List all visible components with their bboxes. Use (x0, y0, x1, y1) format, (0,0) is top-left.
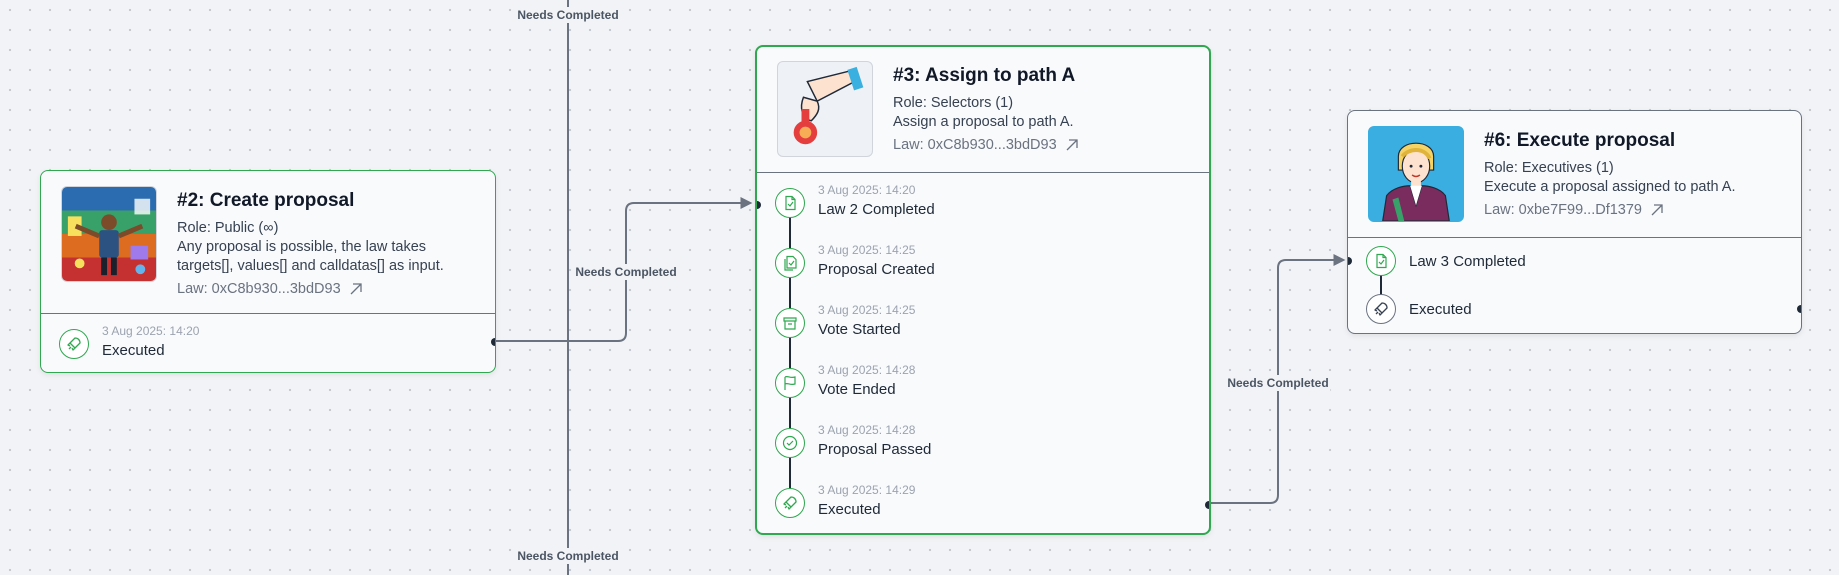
step-timestamp: 3 Aug 2025: 14:20 (818, 183, 916, 197)
law-node-assign-path-a[interactable]: #3: Assign to path A Role: Selectors (1)… (755, 45, 1211, 535)
law-address-label: Law: 0xbe7F99...Df1379 (1484, 202, 1642, 218)
step-label: Executed (818, 501, 881, 518)
law-address-label: Law: 0xC8b930...3bdD93 (177, 281, 341, 297)
step-list: 3 Aug 2025: 14:20 Executed (41, 314, 495, 368)
check-circle-icon (775, 428, 805, 458)
node-title: #2: Create proposal (177, 190, 355, 211)
step-law-completed[interactable]: Law 3 Completed (1366, 246, 1781, 294)
node-title: #3: Assign to path A (893, 65, 1076, 86)
step-label: Vote Ended (818, 381, 896, 398)
file-check-icon (1366, 246, 1396, 276)
law-address-link[interactable]: Law: 0xbe7F99...Df1379 (1484, 202, 1664, 218)
step-vote-ended[interactable]: 3 Aug 2025: 14:28 Vote Ended (775, 363, 1189, 423)
law-avatar-image (61, 186, 157, 282)
source-handle[interactable] (1797, 305, 1801, 313)
step-label: Vote Started (818, 321, 901, 338)
node-role: Role: Selectors (1) (893, 95, 1014, 111)
step-proposal-created[interactable]: 3 Aug 2025: 14:25 Proposal Created (775, 243, 1189, 303)
law-node-create-proposal[interactable]: #2: Create proposal Role: Public (∞) Any… (40, 170, 496, 373)
target-handle[interactable] (1348, 257, 1352, 265)
edge-label-create-assign: Needs Completed (573, 264, 679, 280)
rocket-icon (775, 488, 805, 518)
node-description: Execute a proposal assigned to path A. (1484, 179, 1736, 195)
edge-label-bottom: Needs Completed (515, 548, 621, 564)
step-executed[interactable]: Executed (1366, 294, 1781, 333)
flag-icon (775, 368, 805, 398)
target-handle[interactable] (757, 201, 761, 209)
step-timestamp: 3 Aug 2025: 14:20 (102, 324, 200, 338)
step-label: Proposal Passed (818, 441, 932, 458)
step-timestamp: 3 Aug 2025: 14:25 (818, 303, 916, 317)
law-address-label: Law: 0xC8b930...3bdD93 (893, 137, 1057, 153)
step-executed[interactable]: 3 Aug 2025: 14:20 Executed (59, 324, 475, 360)
step-label: Proposal Created (818, 261, 935, 278)
step-label: Law 2 Completed (818, 201, 935, 218)
step-proposal-passed[interactable]: 3 Aug 2025: 14:28 Proposal Passed (775, 423, 1189, 483)
rocket-icon (1366, 294, 1396, 324)
law-address-link[interactable]: Law: 0xC8b930...3bdD93 (893, 137, 1079, 153)
step-list: Law 3 Completed Executed (1348, 238, 1801, 333)
law-address-link[interactable]: Law: 0xC8b930...3bdD93 (177, 281, 363, 297)
node-role: Role: Public (∞) (177, 220, 279, 236)
law-node-execute-proposal[interactable]: #6: Execute proposal Role: Executives (1… (1347, 110, 1802, 334)
node-title: #6: Execute proposal (1484, 130, 1676, 151)
file-check-icon (775, 188, 805, 218)
step-timestamp: 3 Aug 2025: 14:29 (818, 483, 916, 497)
step-list: 3 Aug 2025: 14:20 Law 2 Completed 3 Aug … (757, 173, 1209, 533)
source-handle[interactable] (491, 338, 495, 346)
law-avatar-image (1368, 126, 1464, 222)
external-link-icon (1651, 204, 1663, 216)
node-role: Role: Executives (1) (1484, 160, 1614, 176)
step-vote-started[interactable]: 3 Aug 2025: 14:25 Vote Started (775, 303, 1189, 363)
node-description: Any proposal is possible, the law takes … (177, 239, 444, 274)
step-timestamp: 3 Aug 2025: 14:28 (818, 363, 916, 377)
step-timestamp: 3 Aug 2025: 14:28 (818, 423, 916, 437)
edge-label-top: Needs Completed (515, 7, 621, 23)
source-handle[interactable] (1205, 501, 1209, 509)
external-link-icon (350, 283, 362, 295)
files-icon (775, 248, 805, 278)
archive-icon (775, 308, 805, 338)
node-header: #2: Create proposal Role: Public (∞) Any… (41, 171, 495, 314)
step-label: Law 3 Completed (1409, 253, 1526, 270)
node-header: #3: Assign to path A Role: Selectors (1)… (757, 47, 1209, 173)
step-timestamp: 3 Aug 2025: 14:25 (818, 243, 916, 257)
step-connector-line (789, 203, 791, 503)
node-description: Assign a proposal to path A. (893, 114, 1074, 130)
edge-label-assign-execute: Needs Completed (1225, 375, 1331, 391)
external-link-icon (1066, 139, 1078, 151)
node-header: #6: Execute proposal Role: Executives (1… (1348, 111, 1801, 238)
step-executed[interactable]: 3 Aug 2025: 14:29 Executed (775, 483, 1189, 533)
rocket-icon (59, 329, 89, 359)
step-label: Executed (1409, 301, 1472, 318)
step-label: Executed (102, 342, 165, 359)
step-law-completed[interactable]: 3 Aug 2025: 14:20 Law 2 Completed (775, 183, 1189, 243)
law-avatar-image (777, 61, 873, 157)
step-connector-line (1380, 268, 1382, 302)
